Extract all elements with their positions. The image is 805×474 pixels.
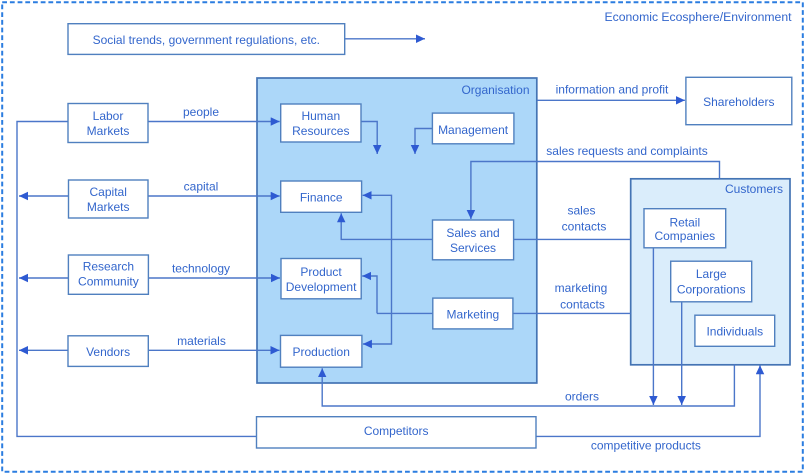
svg-text:Vendors: Vendors <box>86 345 130 359</box>
svg-text:Community: Community <box>78 275 139 289</box>
svg-text:Product: Product <box>300 265 342 279</box>
svg-text:materials: materials <box>177 334 226 348</box>
svg-text:Markets: Markets <box>87 124 130 138</box>
svg-text:Management: Management <box>438 123 509 137</box>
svg-text:contacts: contacts <box>562 219 607 233</box>
svg-text:Research: Research <box>83 260 134 274</box>
svg-text:Shareholders: Shareholders <box>703 95 774 109</box>
svg-text:Organisation: Organisation <box>461 83 529 97</box>
svg-text:Companies: Companies <box>654 229 715 243</box>
svg-text:Resources: Resources <box>292 124 349 138</box>
svg-text:Marketing: Marketing <box>447 307 500 321</box>
svg-text:Corporations: Corporations <box>677 282 746 296</box>
svg-text:Production: Production <box>293 345 350 359</box>
svg-text:Retail: Retail <box>669 216 700 230</box>
svg-text:contacts: contacts <box>560 297 605 311</box>
svg-text:Competitors: Competitors <box>364 424 429 438</box>
svg-text:people: people <box>183 105 219 119</box>
svg-text:sales requests and complaints: sales requests and complaints <box>546 144 707 158</box>
svg-text:orders: orders <box>565 390 599 404</box>
svg-text:Capital: Capital <box>90 185 127 199</box>
svg-text:Social trends, government regu: Social trends, government regulations, e… <box>93 33 320 47</box>
svg-text:Customers: Customers <box>725 182 783 196</box>
svg-text:Economic Ecosphere/Environment: Economic Ecosphere/Environment <box>605 10 793 24</box>
svg-text:Individuals: Individuals <box>706 325 763 339</box>
svg-text:information and profit: information and profit <box>556 83 669 97</box>
svg-text:Services: Services <box>450 241 496 255</box>
svg-text:marketing: marketing <box>555 281 608 295</box>
svg-text:sales: sales <box>567 204 595 218</box>
svg-text:technology: technology <box>172 262 230 276</box>
svg-text:Markets: Markets <box>87 200 130 214</box>
svg-text:competitive products: competitive products <box>591 438 701 452</box>
svg-text:capital: capital <box>184 180 219 194</box>
svg-text:Development: Development <box>286 280 357 294</box>
svg-text:Large: Large <box>696 267 727 281</box>
svg-text:Finance: Finance <box>300 190 343 204</box>
svg-text:Sales and: Sales and <box>446 226 499 240</box>
svg-text:Human: Human <box>301 109 340 123</box>
svg-text:Labor: Labor <box>93 109 124 123</box>
